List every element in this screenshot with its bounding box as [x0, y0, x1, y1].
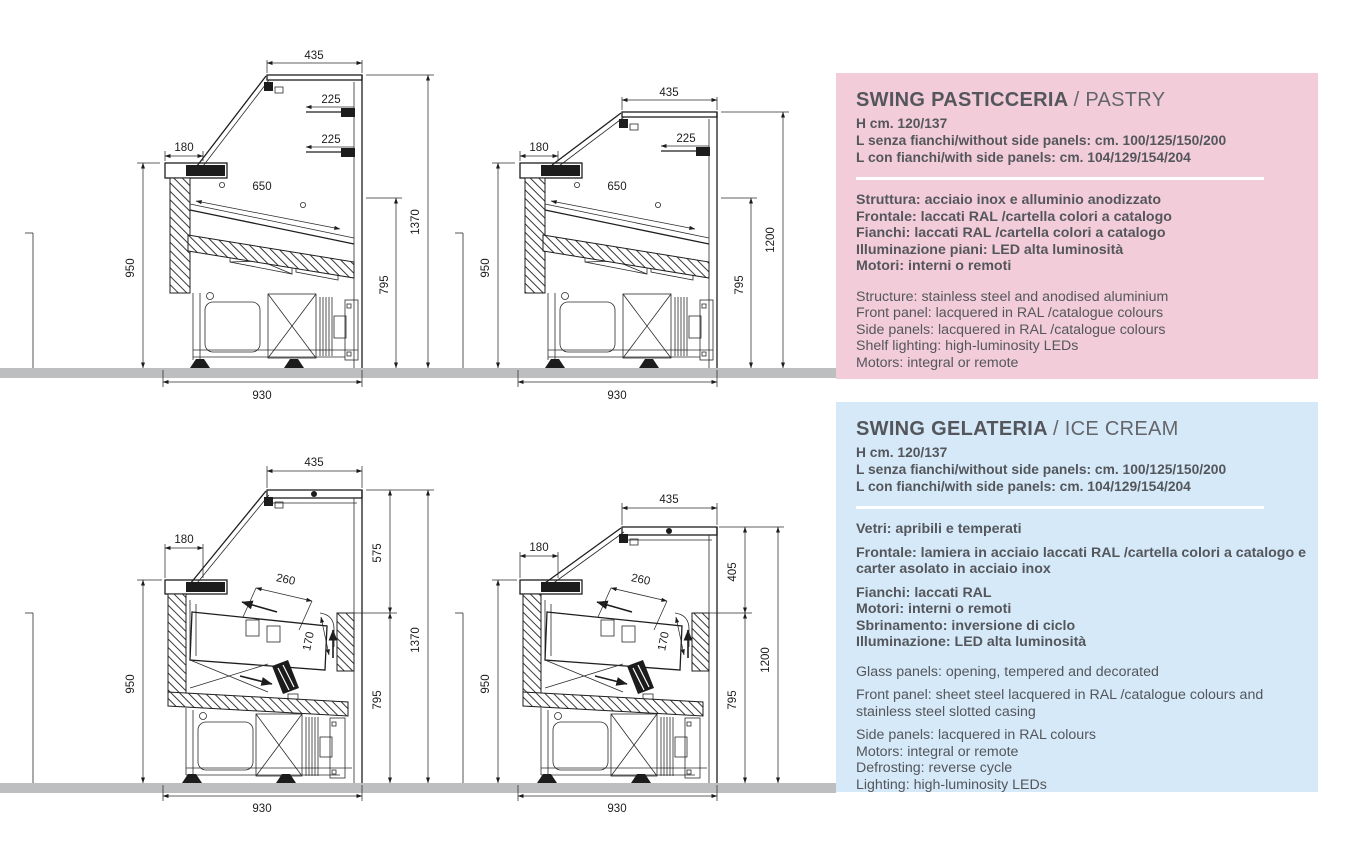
pan-well [522, 600, 710, 717]
machine-compartment [537, 708, 707, 783]
dim-front-height: 950 [125, 258, 137, 277]
icecream-spec-list-it: Fianchi: laccati RAL Motori: interni o r… [856, 584, 1087, 651]
counter [187, 181, 355, 281]
dim-total-height: 1370 [410, 627, 422, 653]
dim-base-width: 930 [607, 803, 626, 815]
drawing-icecream-h1200: 435 1200 405 795 950 180 260 170 930 [455, 494, 784, 815]
counter [542, 181, 710, 281]
dim-top-width: 435 [304, 50, 323, 62]
machine-compartment [190, 292, 359, 368]
dim-shelf-lower: 225 [321, 134, 340, 146]
pastry-size-lines: H cm. 120/137 L senza fianchi/without si… [856, 116, 1227, 165]
floor-line-bottom [0, 783, 836, 793]
shelf: 225 [660, 133, 710, 156]
pastry-specs-italian: Struttura: acciaio inox e alluminio anod… [856, 192, 1172, 274]
dim-base-width: 930 [252, 803, 271, 815]
dim-glass-height: 575 [372, 543, 384, 562]
icecream-spec-glass-it: Vetri: apribili e temperati [856, 521, 1022, 537]
dim-base-width: 930 [252, 390, 271, 402]
pastry-title-name: SWING PASTICCERIA [856, 89, 1068, 111]
icecream-spec-list-en: Side panels: lacquered in RAL colours Mo… [856, 727, 1097, 793]
pastry-title-translation: / PASTRY [1073, 89, 1166, 111]
dim-front-height: 950 [480, 258, 492, 277]
dim-shelf: 225 [676, 133, 695, 145]
divider [856, 506, 1264, 509]
dim-total-height: 1370 [410, 209, 422, 235]
front-glass [189, 490, 284, 589]
front-glass [196, 75, 284, 171]
dim-front-height: 950 [480, 674, 492, 693]
drawing-pastry-h1370: 225 225 [25, 50, 434, 402]
dimensions: 435 1370 575 795 950 180 260 170 930 [125, 457, 434, 815]
dim-counter: 650 [607, 181, 626, 193]
dim-inner-height: 795 [372, 690, 384, 709]
pan-well [167, 600, 355, 717]
dim-glass-height: 405 [727, 562, 739, 581]
shelves: 225 225 [305, 94, 355, 157]
icecream-title-name: SWING GELATERIA [856, 418, 1048, 440]
machine-compartment [545, 292, 714, 368]
dim-ledge: 180 [174, 534, 193, 546]
icecream-spec-front-it: Frontale: lamiera in acciaio laccati RAL… [856, 544, 1306, 578]
dim-front-height: 950 [125, 674, 137, 693]
dim-shelf-upper: 225 [321, 94, 340, 106]
dim-top-width: 435 [659, 87, 678, 99]
dim-inner-height: 795 [727, 690, 739, 709]
front-glass [551, 112, 639, 170]
front-ledge [164, 162, 228, 294]
pastry-info-panel: SWING PASTICCERIA / PASTRY H cm. 120/137… [836, 73, 1318, 379]
dimensions: 435 1370 795 950 180 650 930 [125, 50, 434, 402]
icecream-size-lines: H cm. 120/137 L senza fianchi/without si… [856, 445, 1227, 494]
machine-compartment [182, 708, 352, 783]
dim-ledge: 180 [529, 542, 548, 554]
pastry-title: SWING PASTICCERIA / PASTRY [856, 88, 1308, 112]
front-ledge [519, 162, 583, 294]
dim-counter: 650 [252, 181, 271, 193]
front-ledge [519, 579, 583, 701]
dim-pan-depth: 170 [301, 631, 317, 652]
dim-total-height: 1200 [765, 227, 777, 253]
icecream-spec-front-en: Front panel: sheet steel lacquered in RA… [856, 687, 1264, 720]
dimensions: 435 1200 795 950 180 650 930 [480, 87, 789, 402]
pastry-specs-english: Structure: stainless steel and anodised … [856, 288, 1169, 371]
dim-ledge: 180 [529, 142, 548, 154]
dim-inner-height: 795 [379, 275, 391, 294]
icecream-title: SWING GELATERIA / ICE CREAM [856, 417, 1308, 441]
drawing-pastry-h1200: 225 [455, 87, 789, 402]
icecream-info-panel: SWING GELATERIA / ICE CREAM H cm. 120/13… [836, 402, 1318, 793]
floor-line-top [0, 368, 836, 378]
dim-ledge: 180 [174, 142, 193, 154]
dim-pan-width: 260 [630, 572, 651, 588]
dim-pan-width: 260 [275, 572, 296, 588]
dim-top-width: 435 [659, 494, 678, 506]
drawing-icecream-h1370: 435 1370 575 795 950 180 260 170 930 [25, 457, 434, 815]
dim-total-height: 1200 [760, 647, 772, 673]
dim-top-width: 435 [304, 457, 323, 469]
dim-inner-height: 795 [734, 275, 746, 294]
icecream-title-translation: / ICE CREAM [1053, 418, 1179, 440]
divider [856, 177, 1264, 180]
dimensions: 435 1200 405 795 950 180 260 170 930 [480, 494, 784, 815]
dim-pan-depth: 170 [656, 631, 672, 652]
dim-base-width: 930 [607, 390, 626, 402]
icecream-spec-glass-en: Glass panels: opening, tempered and deco… [856, 663, 1159, 680]
front-glass [544, 527, 639, 588]
